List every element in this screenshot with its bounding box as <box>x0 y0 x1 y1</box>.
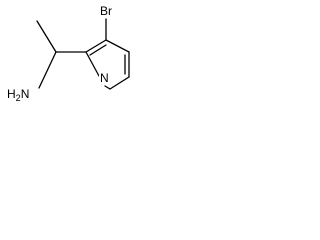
ring-bond-c6-n1 <box>104 85 111 90</box>
ring-bond-c5-c6 <box>109 76 130 90</box>
chemical-structure-canvas: Br N H2N <box>0 0 166 123</box>
amine-n-label: N <box>20 87 30 101</box>
bond-ch-methyl <box>36 20 57 53</box>
amine-h-label: H <box>7 87 16 101</box>
bond-ch-nh2 <box>38 51 57 89</box>
bromine-label: Br <box>99 4 113 18</box>
ring-double-bond-c2-c3 <box>89 44 107 56</box>
ring-nitrogen-label: N <box>99 71 110 85</box>
ring-bond-c3-c4 <box>105 39 130 53</box>
amine-subscript: 2 <box>15 93 21 103</box>
ring-bond-n1-c2 <box>85 51 100 77</box>
ring-bond-c2-c3 <box>85 39 107 53</box>
amine-label: H2N <box>6 87 31 103</box>
structure-bonds <box>36 18 130 90</box>
